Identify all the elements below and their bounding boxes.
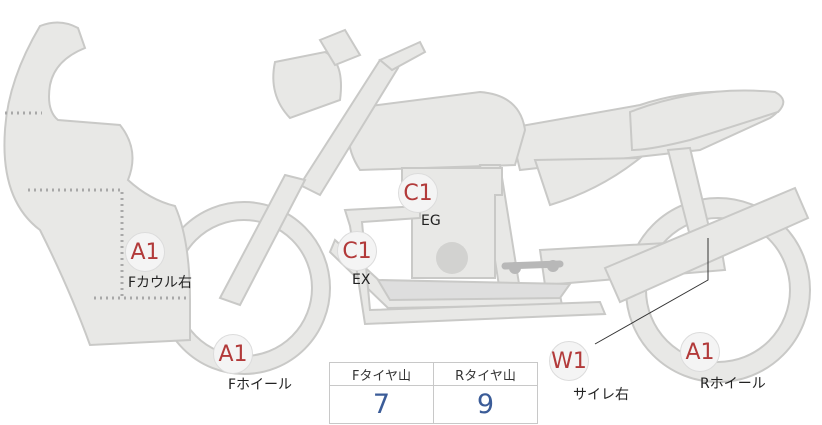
label-silencer-right: サイレ右 (573, 387, 629, 403)
grade-badge-exhaust: C1 (337, 231, 377, 271)
label-exhaust: EX (352, 272, 371, 288)
rear-tread-value: 9 (433, 385, 538, 424)
label-rear-wheel: Rホイール (700, 376, 766, 392)
label-front-wheel: Fホイール (228, 377, 293, 393)
grade-text: A1 (130, 239, 160, 265)
label-engine: EG (421, 213, 441, 229)
silencer-shape (603, 186, 810, 304)
grade-badge-f-cowl-right: A1 (125, 232, 165, 272)
grade-text: A1 (218, 341, 248, 367)
grade-text: C1 (342, 238, 372, 264)
grade-badge-silencer-right: W1 (549, 341, 589, 381)
label-f-cowl-right: Fカウル右 (128, 275, 193, 291)
front-cowl-shape (3, 21, 191, 347)
grade-badge-front-wheel: A1 (213, 334, 253, 374)
tire-tread-table: Fタイヤ山 Rタイヤ山 7 9 (329, 362, 538, 424)
grade-badge-engine: C1 (398, 173, 438, 213)
front-tread-value: 7 (329, 385, 434, 424)
grade-text: W1 (551, 348, 587, 374)
rear-tread-header: Rタイヤ山 (433, 362, 538, 386)
silencer-leader-line (594, 238, 709, 345)
front-tread-header: Fタイヤ山 (329, 362, 434, 386)
grade-text: C1 (403, 180, 433, 206)
grade-badge-rear-wheel: A1 (680, 332, 720, 372)
grade-text: A1 (685, 339, 715, 365)
